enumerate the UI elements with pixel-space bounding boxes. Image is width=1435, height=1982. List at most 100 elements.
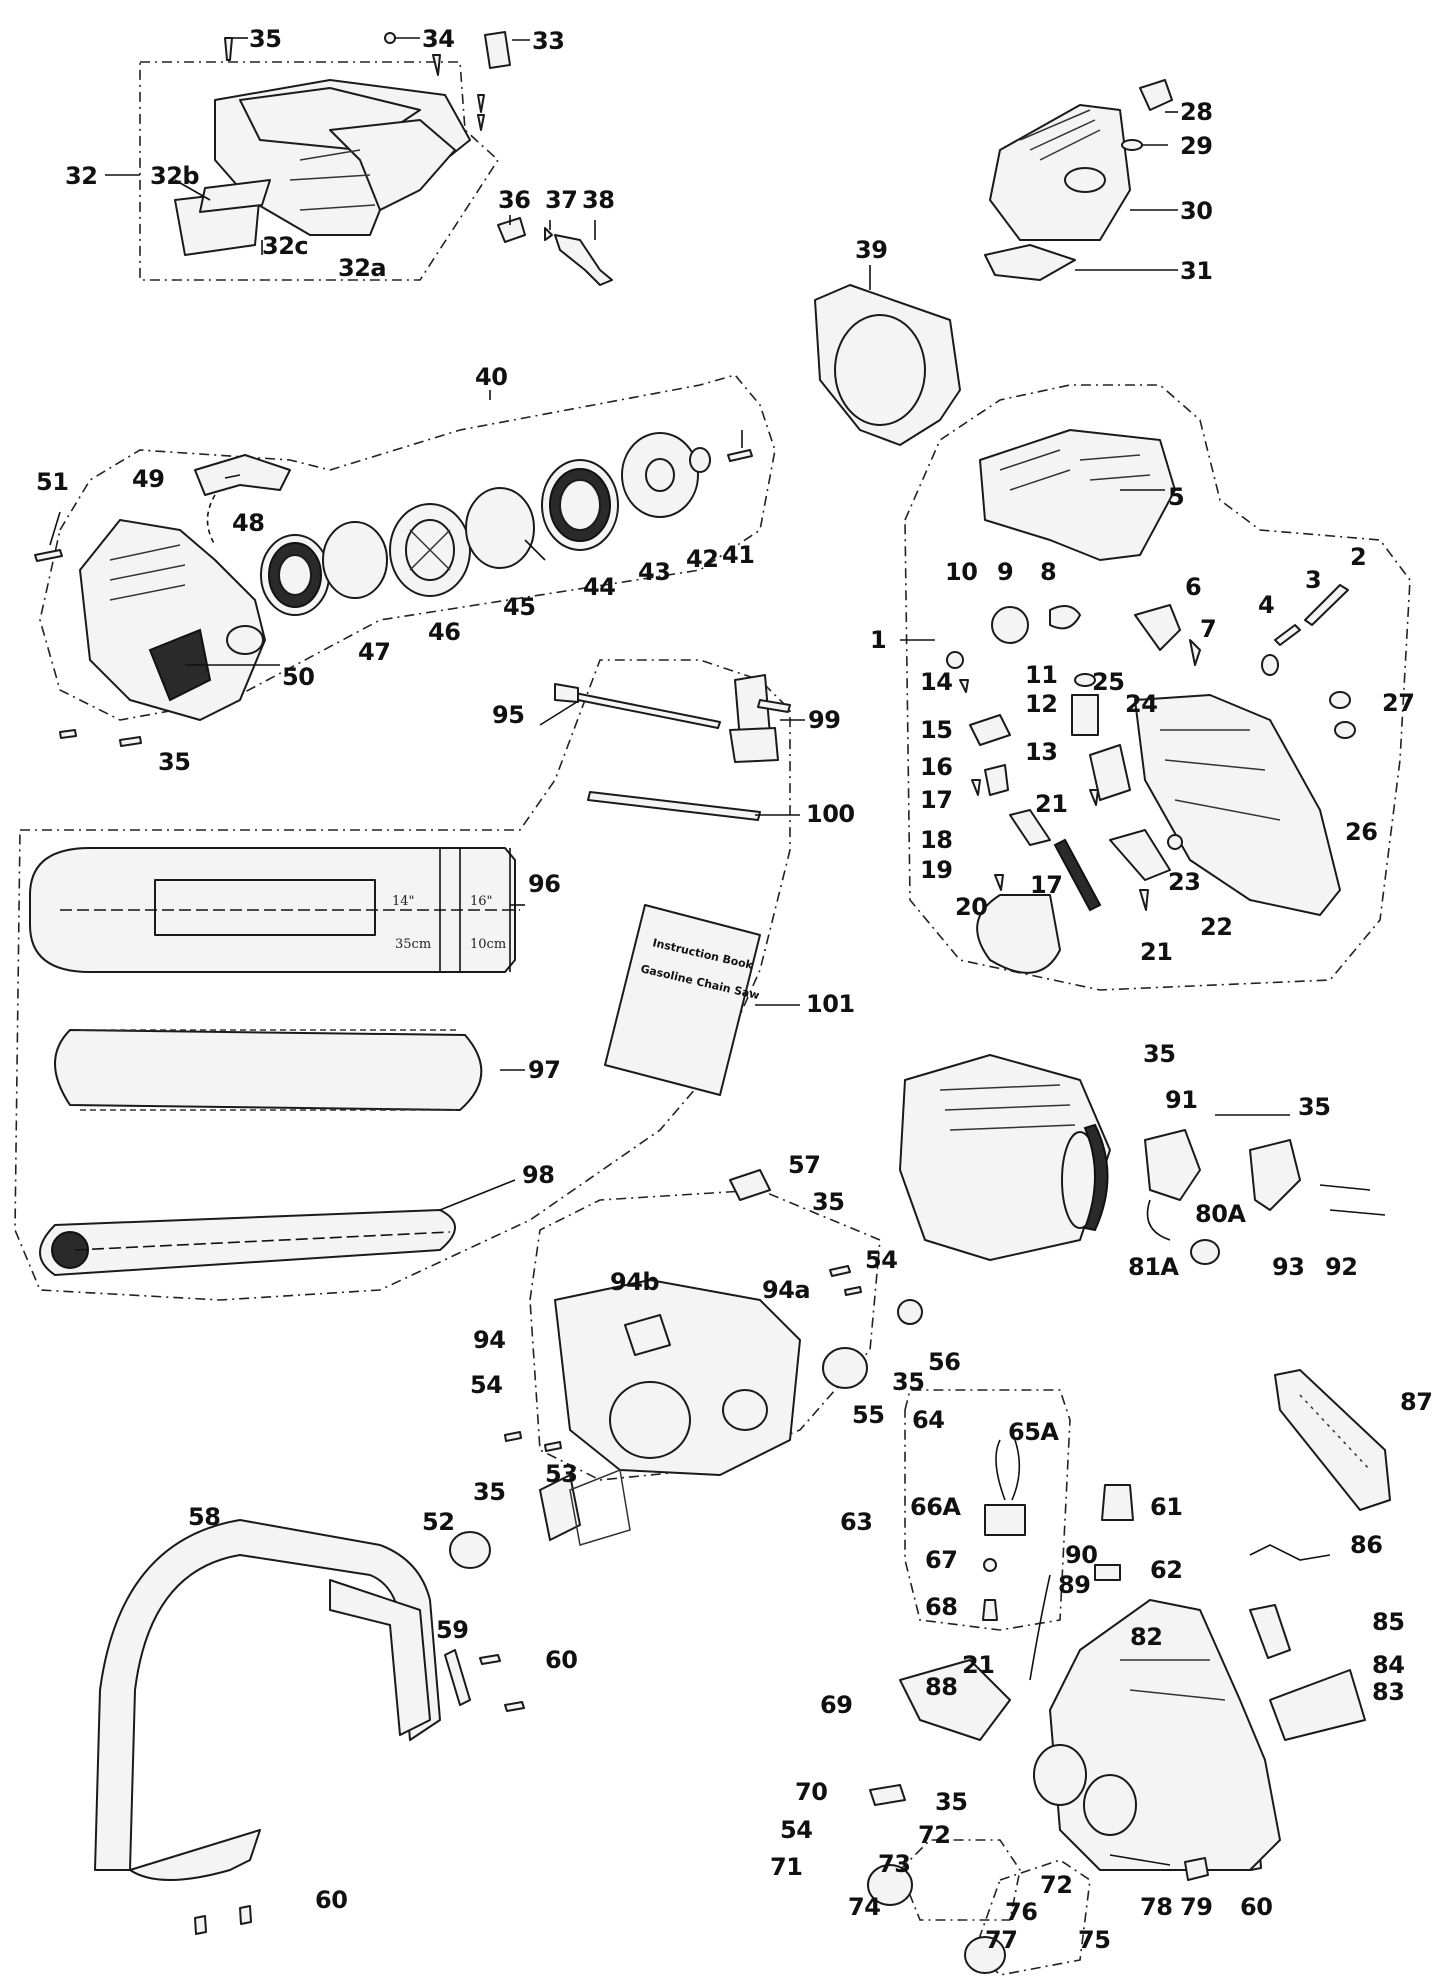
callout-24: 24 bbox=[1125, 690, 1157, 718]
callout-35-70: 35 bbox=[935, 1788, 967, 1816]
spring-part-45 bbox=[465, 487, 546, 569]
callout-80A: 80A bbox=[1195, 1200, 1246, 1228]
manual-part-101: Instruction Book Gasoline Chain Saw bbox=[604, 904, 761, 1096]
callout-54: 54 bbox=[865, 1246, 897, 1274]
spring-part-86 bbox=[1249, 1544, 1331, 1561]
callout-60: 60 bbox=[545, 1646, 577, 1674]
throttle-part-83 bbox=[1269, 1669, 1366, 1741]
callout-55: 55 bbox=[852, 1401, 884, 1429]
group-border-94 bbox=[529, 1189, 881, 1481]
hand-guard-part-5 bbox=[979, 429, 1176, 561]
small-screws-top bbox=[224, 32, 485, 131]
callout-81A: 81A bbox=[1128, 1253, 1179, 1281]
file-part-100 bbox=[587, 791, 761, 821]
callout-35-57: 35 bbox=[812, 1188, 844, 1216]
callout-97: 97 bbox=[528, 1056, 560, 1084]
callout-13: 13 bbox=[1025, 738, 1057, 766]
callout-64: 64 bbox=[912, 1406, 944, 1434]
plate-part-47 bbox=[322, 521, 388, 599]
starter-handle-part-49 bbox=[194, 454, 291, 546]
callout-39: 39 bbox=[855, 236, 887, 264]
callout-74: 74 bbox=[848, 1893, 880, 1921]
callout-32c: 32c bbox=[262, 232, 308, 260]
callout-73: 73 bbox=[878, 1850, 910, 1878]
callout-47: 47 bbox=[358, 638, 390, 666]
mount-part-56 bbox=[897, 1299, 923, 1325]
callout-58: 58 bbox=[188, 1503, 220, 1531]
callout-49: 49 bbox=[132, 465, 164, 493]
air-filter-cover-part-30 bbox=[989, 104, 1131, 241]
crankcase-part-94 bbox=[554, 1279, 801, 1476]
parts-36-38-latch bbox=[497, 217, 613, 286]
callout-95: 95 bbox=[492, 701, 524, 729]
callout-36: 36 bbox=[498, 186, 530, 214]
callout-16: 16 bbox=[920, 753, 952, 781]
spring-part-57 bbox=[729, 1169, 771, 1201]
callout-89: 89 bbox=[1058, 1571, 1090, 1599]
mount-part-55 bbox=[822, 1347, 868, 1389]
top-cover-part-32 bbox=[174, 79, 471, 256]
callout-63: 63 bbox=[840, 1508, 872, 1536]
callout-50: 50 bbox=[282, 663, 314, 691]
brake-housing-part-26 bbox=[1134, 694, 1341, 916]
front-handle-part-58 bbox=[94, 1519, 441, 1881]
screw-part-41 bbox=[727, 449, 753, 462]
callout-28: 28 bbox=[1180, 98, 1212, 126]
callout-23: 23 bbox=[1168, 868, 1200, 896]
primer-part-80A bbox=[1190, 1239, 1220, 1265]
spark-wrench-part-99 bbox=[729, 674, 791, 763]
cap-part-74 bbox=[867, 1864, 913, 1906]
engine-block bbox=[899, 1054, 1111, 1261]
callout-96: 96 bbox=[528, 870, 560, 898]
callout-8: 8 bbox=[1040, 558, 1056, 586]
callout-84: 84 bbox=[1372, 1651, 1404, 1679]
callout-59: 59 bbox=[436, 1616, 468, 1644]
callout-11: 11 bbox=[1025, 661, 1057, 689]
callout-3: 3 bbox=[1305, 566, 1321, 594]
callout-10: 10 bbox=[945, 558, 977, 586]
starter-housing-part-50 bbox=[79, 519, 266, 721]
callout-2: 2 bbox=[1350, 543, 1366, 571]
cap-part-61 bbox=[1101, 1484, 1134, 1521]
callout-4: 4 bbox=[1258, 591, 1274, 619]
group-border-1 bbox=[904, 384, 1411, 991]
leader-lines bbox=[49, 37, 1290, 1211]
callout-44: 44 bbox=[583, 573, 615, 601]
callout-90: 90 bbox=[1065, 1541, 1097, 1569]
callout-68: 68 bbox=[925, 1593, 957, 1621]
callout-83: 83 bbox=[1372, 1678, 1404, 1706]
callout-98: 98 bbox=[522, 1161, 554, 1189]
callout-26: 26 bbox=[1345, 818, 1377, 846]
callout-93: 93 bbox=[1272, 1253, 1304, 1281]
group-border-75 bbox=[974, 1859, 1091, 1976]
callout-85: 85 bbox=[1372, 1608, 1404, 1636]
callout-78: 78 bbox=[1140, 1893, 1172, 1921]
callout-70: 70 bbox=[795, 1778, 827, 1806]
screws-part-60 bbox=[194, 1654, 1262, 1935]
callout-67: 67 bbox=[925, 1546, 957, 1574]
callout-61: 61 bbox=[1150, 1493, 1182, 1521]
callout-20: 20 bbox=[955, 893, 987, 921]
callout-94: 94 bbox=[473, 1326, 505, 1354]
callout-21: 21 bbox=[1035, 790, 1067, 818]
screwdriver-part-95 bbox=[554, 683, 721, 729]
callout-54-b: 54 bbox=[470, 1371, 502, 1399]
callout-38: 38 bbox=[582, 186, 614, 214]
callout-94b: 94b bbox=[610, 1268, 659, 1296]
callout-35-94: 35 bbox=[892, 1368, 924, 1396]
callout-30: 30 bbox=[1180, 197, 1212, 225]
callout-5: 5 bbox=[1168, 483, 1184, 511]
spring-part-48 bbox=[260, 534, 330, 616]
callout-54-c: 54 bbox=[780, 1816, 812, 1844]
callout-35-starter: 35 bbox=[158, 748, 190, 776]
callout-15: 15 bbox=[920, 716, 952, 744]
callout-22: 22 bbox=[1200, 913, 1232, 941]
callout-numbers: 35 34 33 32 32b 32c 32a 36 37 38 28 29 3… bbox=[36, 25, 1433, 1954]
callout-72-b: 72 bbox=[1040, 1871, 1072, 1899]
callout-17-b: 17 bbox=[1030, 871, 1062, 899]
washer-part-29 bbox=[1121, 139, 1143, 151]
callout-41: 41 bbox=[722, 541, 754, 569]
callout-37: 37 bbox=[545, 186, 577, 214]
pulley-part-46 bbox=[389, 503, 471, 597]
callout-46: 46 bbox=[428, 618, 460, 646]
